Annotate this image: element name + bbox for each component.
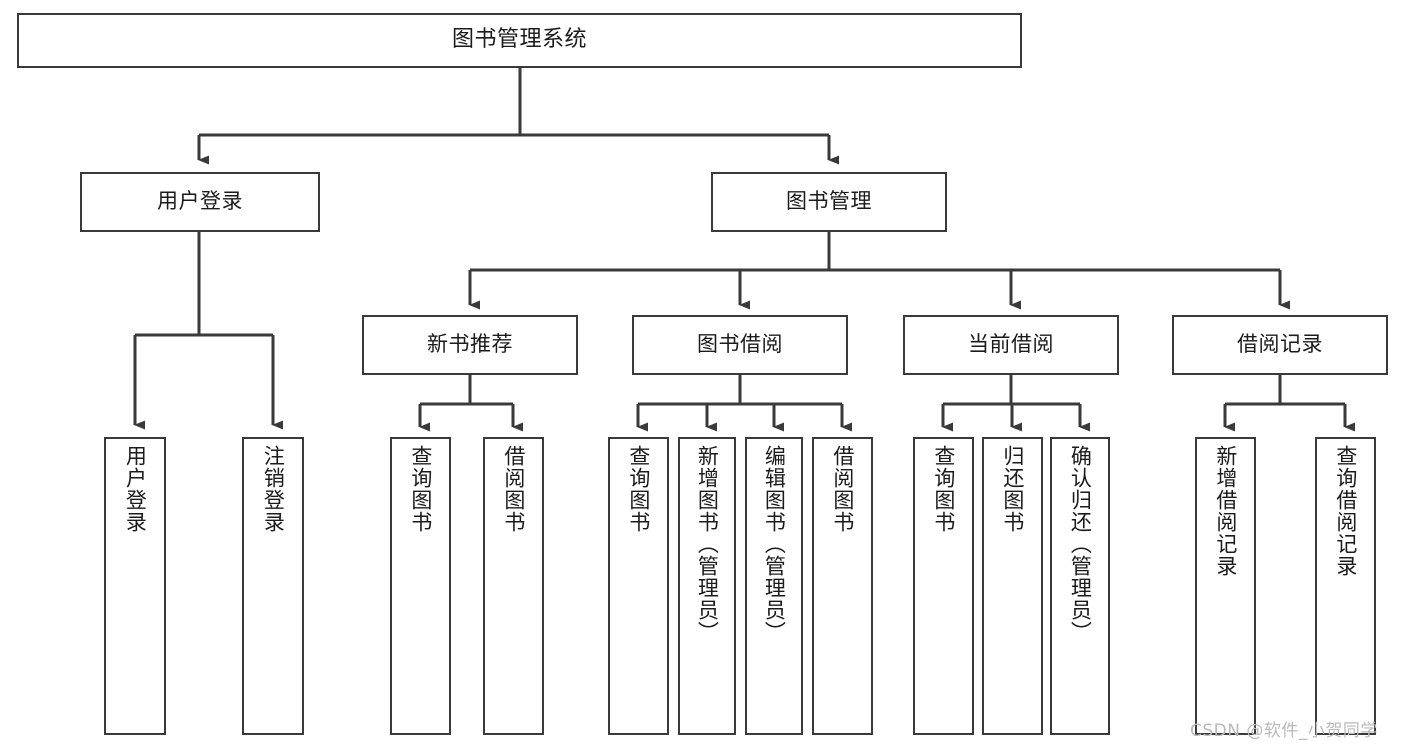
node-leaf-current-confirm-return[interactable]: 确认归还（管理员） <box>1050 437 1110 735</box>
node-leaf-user-logout[interactable]: 注销登录 <box>242 437 304 735</box>
node-new-book-recommend[interactable]: 新书推荐 <box>362 315 578 375</box>
node-leaf-recommend-query-book[interactable]: 查询图书 <box>390 437 451 735</box>
node-current-borrow[interactable]: 当前借阅 <box>903 315 1119 375</box>
node-leaf-borrow-borrow-book[interactable]: 借阅图书 <box>812 437 873 735</box>
node-label: 借阅图书 <box>830 445 855 533</box>
node-leaf-borrow-edit-book[interactable]: 编辑图书（管理员） <box>745 437 803 735</box>
node-label: 查询借阅记录 <box>1333 445 1358 577</box>
node-label: 查询图书 <box>626 445 651 533</box>
node-leaf-record-add-record[interactable]: 新增借阅记录 <box>1195 437 1256 735</box>
node-label: 注销登录 <box>261 445 286 533</box>
node-label: 归还图书 <box>1000 445 1025 533</box>
node-leaf-borrow-add-book[interactable]: 新增图书（管理员） <box>678 437 736 735</box>
node-leaf-record-query-record[interactable]: 查询借阅记录 <box>1315 437 1376 735</box>
csdn-watermark: CSDN @软件_小贺同学 <box>1190 721 1378 741</box>
node-label: 查询图书 <box>408 445 433 533</box>
node-label: 确认归还（管理员） <box>1068 445 1093 643</box>
node-label: 新增借阅记录 <box>1213 445 1238 577</box>
node-leaf-user-login-do[interactable]: 用户登录 <box>104 437 166 735</box>
node-leaf-current-query-book[interactable]: 查询图书 <box>913 437 974 735</box>
node-book-management[interactable]: 图书管理 <box>711 172 947 232</box>
node-label: 借阅图书 <box>501 445 526 533</box>
node-borrow-record[interactable]: 借阅记录 <box>1172 315 1388 375</box>
node-leaf-borrow-query-book[interactable]: 查询图书 <box>608 437 669 735</box>
node-leaf-recommend-borrow-book[interactable]: 借阅图书 <box>483 437 544 735</box>
node-label: 新增图书（管理员） <box>695 445 720 643</box>
node-label: 用户登录 <box>123 445 148 533</box>
node-user-login[interactable]: 用户登录 <box>80 172 320 232</box>
node-book-borrow[interactable]: 图书借阅 <box>632 315 848 375</box>
node-label: 编辑图书（管理员） <box>762 445 787 643</box>
node-label: 查询图书 <box>931 445 956 533</box>
node-leaf-current-return-book[interactable]: 归还图书 <box>982 437 1043 735</box>
node-system-root[interactable]: 图书管理系统 <box>17 13 1022 68</box>
